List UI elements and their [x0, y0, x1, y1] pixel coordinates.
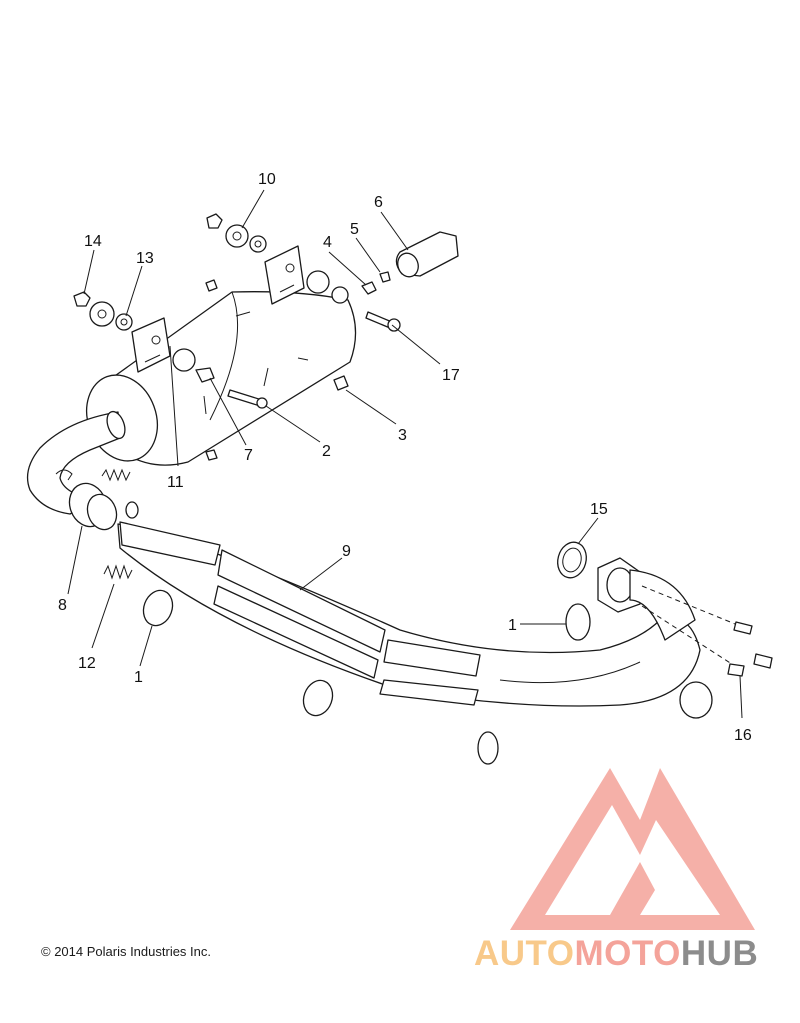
clamp-gasket-part — [68, 482, 139, 531]
callout-17: 17 — [442, 367, 460, 384]
callout-7: 7 — [244, 447, 253, 464]
callout-13: 13 — [136, 250, 154, 267]
callout-1-right: 1 — [508, 617, 517, 634]
callout-9: 9 — [342, 543, 351, 560]
callout-11: 11 — [167, 474, 184, 491]
automotohub-logo-icon — [510, 768, 755, 930]
callout-14: 14 — [84, 233, 102, 250]
hardware-parts — [73, 213, 401, 461]
brand-moto-text: MOTO — [574, 934, 681, 973]
brand-wordmark: AUTOMOTOHUB — [474, 934, 758, 974]
callout-4: 4 — [323, 234, 332, 251]
spark-arrestor-part — [395, 231, 459, 278]
callout-2: 2 — [322, 443, 331, 460]
spring-parts — [55, 468, 133, 580]
muffler-bracket-part — [131, 245, 305, 373]
head-pipe-part — [117, 521, 701, 707]
clamp-parts — [142, 589, 713, 765]
callout-16: 16 — [734, 727, 752, 744]
tail-pipe-part — [26, 410, 126, 515]
leader-lines — [67, 189, 743, 719]
callout-3: 3 — [398, 427, 407, 444]
callout-1-left: 1 — [134, 669, 143, 686]
callout-15: 15 — [590, 501, 608, 518]
callout-labels: 10 6 14 4 5 13 17 3 2 7 11 15 9 8 1 12 1… — [58, 171, 752, 744]
callout-5: 5 — [350, 221, 359, 238]
callout-10: 10 — [258, 171, 276, 188]
copyright-text: © 2014 Polaris Industries Inc. — [41, 944, 211, 959]
brand-auto-text: AUTO — [474, 934, 575, 973]
callout-6: 6 — [374, 194, 383, 211]
brand-hub-text: HUB — [680, 934, 759, 973]
callout-8: 8 — [58, 597, 67, 614]
callout-12: 12 — [78, 655, 96, 672]
bolt-parts — [641, 585, 773, 677]
